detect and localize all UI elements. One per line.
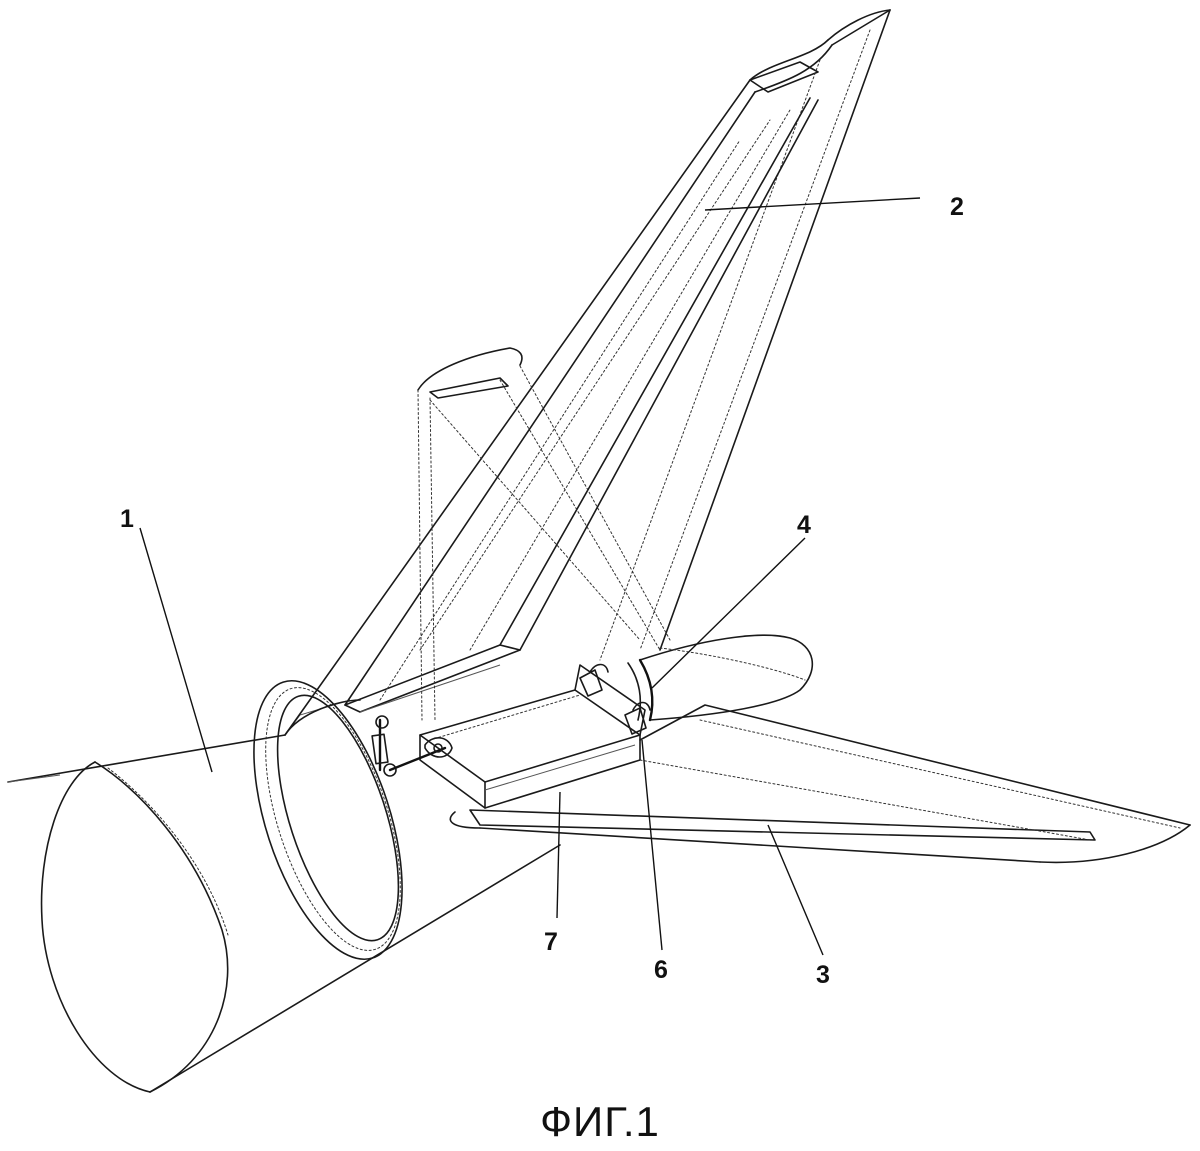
label-7: 7: [544, 928, 558, 956]
folded-fin-outline: [417, 347, 671, 721]
reference-numerals: 1 2 3 4 6 7: [120, 193, 964, 989]
label-6: 6: [654, 956, 668, 984]
actuator-link: [371, 715, 453, 777]
leader-lines: [139, 197, 921, 956]
horizontal-stabilizer: [449, 704, 1191, 864]
engine-nacelle: [253, 679, 403, 961]
aft-body: [627, 634, 814, 722]
vertical-fin: [284, 9, 891, 736]
label-2: 2: [950, 193, 964, 221]
hinge-fittings: [579, 663, 651, 735]
figure-caption: ФИГ.1: [540, 1098, 660, 1145]
label-3: 3: [816, 961, 830, 989]
fuselage: [7, 699, 561, 1093]
label-4: 4: [797, 511, 811, 539]
label-1: 1: [120, 505, 134, 533]
center-box: [419, 664, 646, 809]
